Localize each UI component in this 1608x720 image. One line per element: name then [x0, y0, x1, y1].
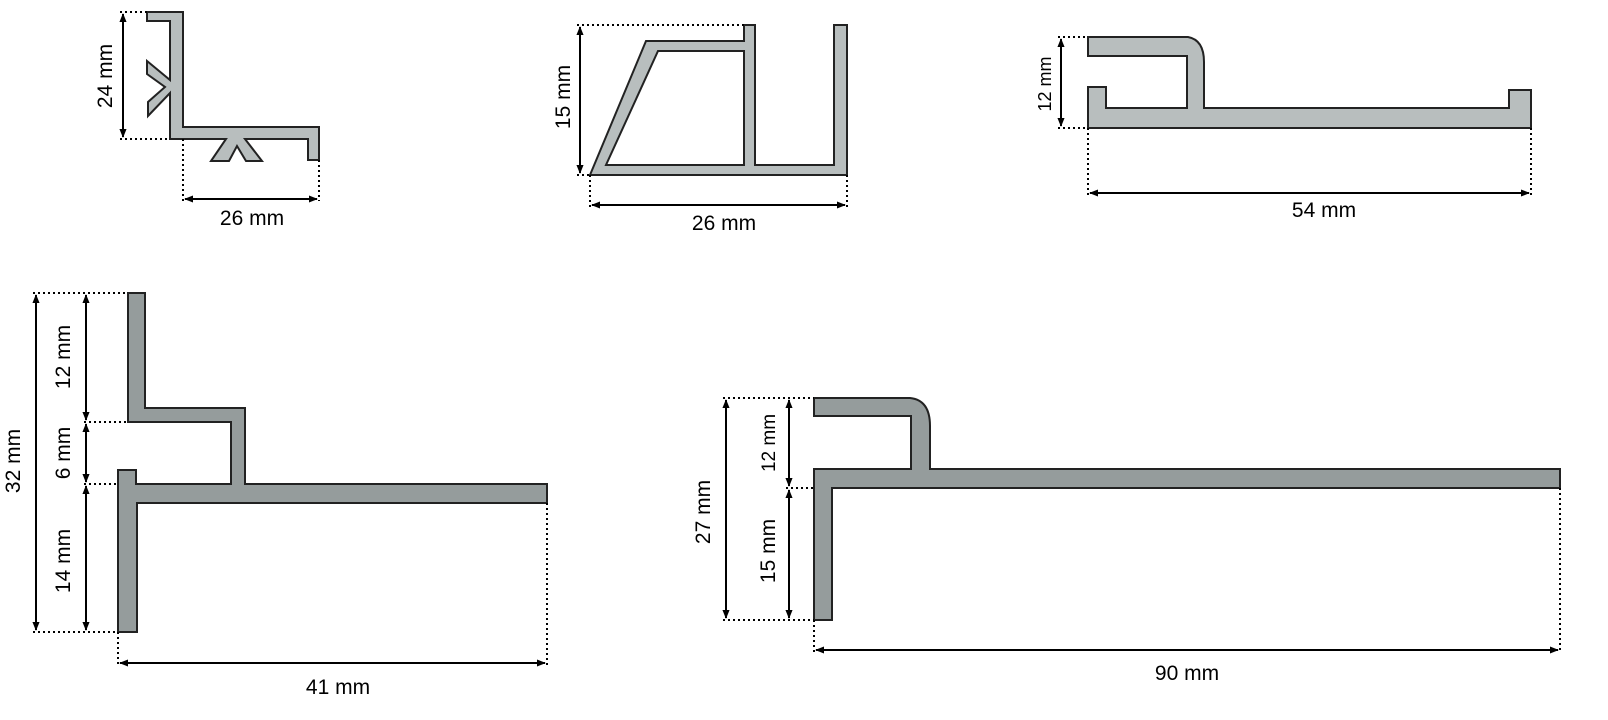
- profile-5-bottom-label: 15 mm: [757, 519, 780, 583]
- profile-2-height-label: 15 mm: [552, 65, 575, 129]
- profile-4-bottom-label: 14 mm: [52, 529, 75, 593]
- profile-4: 32 mm 12 mm 6 mm 14 mm 41 mm: [2, 292, 548, 699]
- profile-4-middle-label: 6 mm: [52, 427, 75, 480]
- profile-1-width-label: 26 mm: [220, 207, 284, 230]
- profile-5-total-label: 27 mm: [692, 480, 715, 544]
- profile-1-height-label: 24 mm: [94, 44, 117, 108]
- profile-3-width-label: 54 mm: [1292, 199, 1356, 222]
- profile-4-width-label: 41 mm: [306, 676, 370, 699]
- profile-3-height-label: 12 mm: [1035, 56, 1055, 111]
- profile-4-shape: [117, 292, 548, 633]
- profile-3: 12 mm 54 mm: [1035, 36, 1532, 222]
- profile-2-width-label: 26 mm: [692, 212, 756, 235]
- profile-5-width-label: 90 mm: [1155, 662, 1219, 685]
- profile-2: 15 mm 26 mm: [552, 24, 848, 235]
- profile-2-shape: [588, 24, 848, 176]
- profile-5-shape: [813, 397, 1561, 621]
- profile-1: 24 mm 26 mm: [94, 11, 320, 230]
- profile-4-top-label: 12 mm: [52, 325, 75, 389]
- profile-5-top-label: 12 mm: [759, 414, 780, 472]
- profile-1-shape: [146, 11, 320, 162]
- profile-4-total-label: 32 mm: [2, 429, 25, 493]
- profile-3-shape: [1087, 36, 1532, 129]
- profile-5: 27 mm 12 mm 15 mm 90 mm: [692, 397, 1561, 685]
